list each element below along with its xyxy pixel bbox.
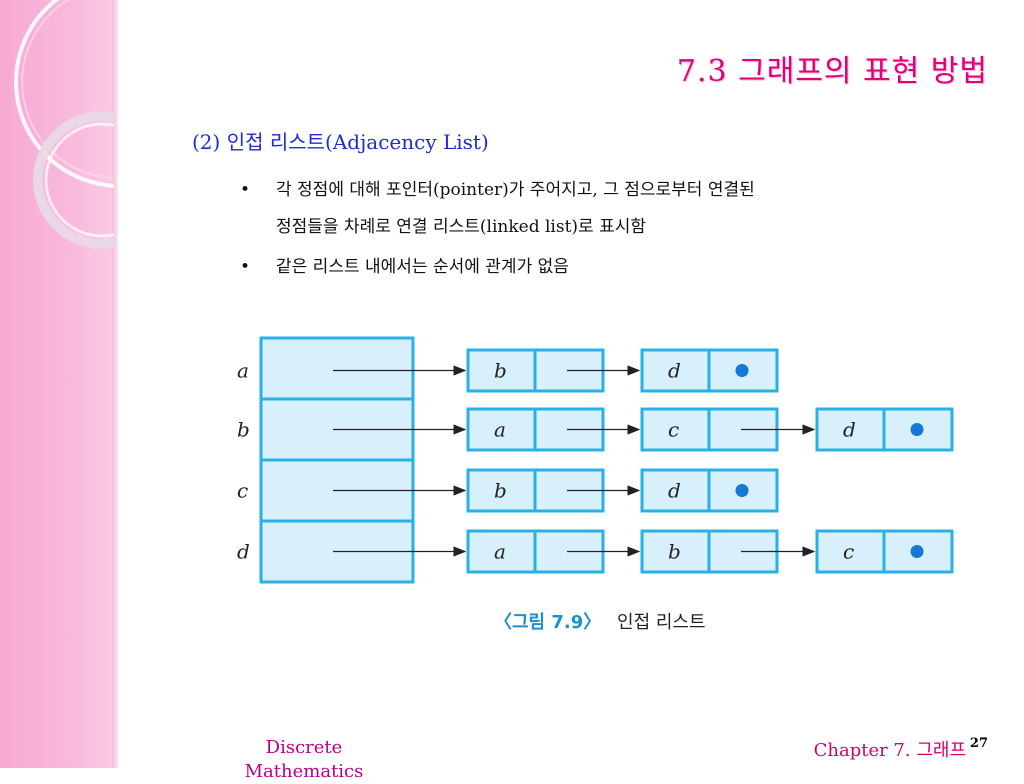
null-pointer-dot bbox=[735, 484, 749, 497]
node-value: c bbox=[843, 540, 854, 564]
footer-chapter: Chapter 7. 그래프 bbox=[813, 740, 966, 761]
bullet-dot-icon: • bbox=[240, 257, 251, 277]
node-value: a bbox=[494, 540, 506, 564]
node-value: b bbox=[668, 540, 681, 564]
bullet-text: 각 정점에 대해 포인터(pointer)가 주어지고, 그 점으로부터 연결된 bbox=[276, 180, 755, 200]
node-value: d bbox=[843, 418, 856, 442]
bullet-list: • 각 정점에 대해 포인터(pointer)가 주어지고, 그 점으로부터 연… bbox=[236, 170, 976, 287]
node-value: d bbox=[668, 359, 681, 383]
adjacency-list-diagram: a b d b a c d c b d d a b c bbox=[237, 336, 954, 584]
vertex-label: a bbox=[237, 359, 249, 383]
null-pointer-dot bbox=[910, 545, 924, 558]
footer-course: Discrete Mathematics bbox=[244, 737, 364, 782]
bullet-dot-icon: • bbox=[240, 180, 251, 200]
figure-caption: 〈그림 7.9〉 인접 리스트 bbox=[494, 608, 706, 634]
node-value: d bbox=[668, 479, 681, 503]
vertex-label: b bbox=[237, 418, 250, 442]
vertex-label: c bbox=[237, 479, 248, 503]
null-pointer-dot bbox=[910, 423, 924, 436]
head-cell bbox=[259, 336, 415, 401]
bullet-continuation: 정점들을 차례로 연결 리스트(linked list)로 표시함 bbox=[276, 217, 647, 237]
node-value: c bbox=[668, 418, 679, 442]
vertex-label: d bbox=[237, 540, 250, 564]
figure-caption-text: 인접 리스트 bbox=[617, 612, 706, 633]
bullet-item: • 같은 리스트 내에서는 순서에 관계가 없음 bbox=[236, 247, 976, 287]
bullet-text: 같은 리스트 내에서는 순서에 관계가 없음 bbox=[276, 257, 569, 277]
node-value: b bbox=[494, 359, 507, 383]
node-value: a bbox=[494, 418, 506, 442]
sidebar-edge bbox=[112, 0, 118, 768]
node-value: b bbox=[494, 479, 507, 503]
decorative-circles bbox=[14, 0, 114, 249]
section-heading: (2) 인접 리스트(Adjacency List) bbox=[192, 130, 489, 154]
null-pointer-dot bbox=[735, 364, 749, 377]
sidebar-decoration bbox=[0, 0, 112, 768]
page-number: 27 bbox=[969, 736, 988, 751]
slide-title: 7.3 그래프의 표현 방법 bbox=[676, 54, 988, 89]
bullet-item: • 각 정점에 대해 포인터(pointer)가 주어지고, 그 점으로부터 연… bbox=[236, 170, 976, 210]
figure-number: 〈그림 7.9〉 bbox=[494, 612, 602, 633]
